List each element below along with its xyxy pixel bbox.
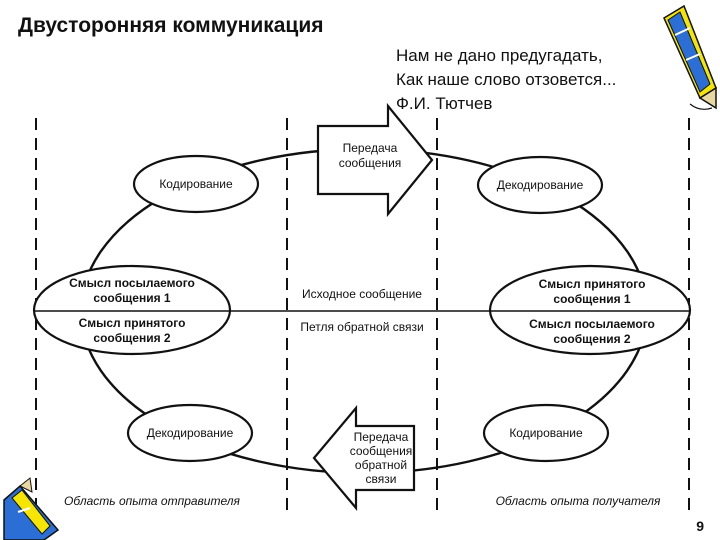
receiver-encoding-label: Кодирование [509,426,583,440]
feedback-loop-label: Петля обратной связи [300,320,423,334]
feedback-transmission-label: обратной [355,458,407,472]
sender-meaning-top-label: сообщения 1 [93,291,171,305]
receiver-experience-area-label: Область опыта получателя [496,494,661,508]
page-number: 9 [696,518,704,534]
sender-meaning-top-label: Смысл посылаемого [69,276,195,290]
feedback-transmission-label: Передача [354,430,409,444]
pencil-pen-icon [663,4,717,110]
epigraph-line: Как наше слово отзовется... [396,70,617,89]
sender-encoding-node [132,154,260,214]
sender-meaning-bottom-label: Смысл принятого [79,316,186,330]
epigraph-line: Нам не дано предугадать, [396,46,603,65]
sender-decoding-node [126,403,254,463]
sender-encoding-label: Кодирование [159,177,233,191]
pencil-pen-icon [3,477,60,540]
receiver-encoding-node [482,403,610,463]
receiver-meaning-top-label: Смысл принятого [539,277,646,291]
slide-title: Двусторонняя коммуникация [18,14,324,37]
receiver-meaning-node [488,264,692,356]
message-transmission-label: сообщения [339,156,402,170]
sender-meaning-node [32,264,232,356]
receiver-decoding-label: Декодирование [497,178,584,192]
receiver-meaning-bottom-label: Смысл посылаемого [529,317,655,331]
receiver-meaning-bottom-label: сообщения 2 [553,332,631,346]
original-message-label: Исходное сообщение [302,287,422,301]
feedback-transmission-label: связи [366,472,397,486]
feedback-transmission-label: сообщения [350,444,413,458]
epigraph-author: Ф.И. Тютчев [396,94,493,113]
sender-decoding-label: Декодирование [147,426,234,440]
sender-meaning-bottom-label: сообщения 2 [93,331,171,345]
message-transmission-label: Передача [343,141,398,155]
sender-experience-area-label: Область опыта отправителя [64,494,240,508]
receiver-decoding-node [476,155,604,215]
message-transmission-arrow [316,102,434,218]
epigraph: Нам не дано предугадать, Как наше слово … [396,44,616,116]
feedback-transmission-arrow [312,404,416,512]
receiver-meaning-top-label: сообщения 1 [553,292,631,306]
